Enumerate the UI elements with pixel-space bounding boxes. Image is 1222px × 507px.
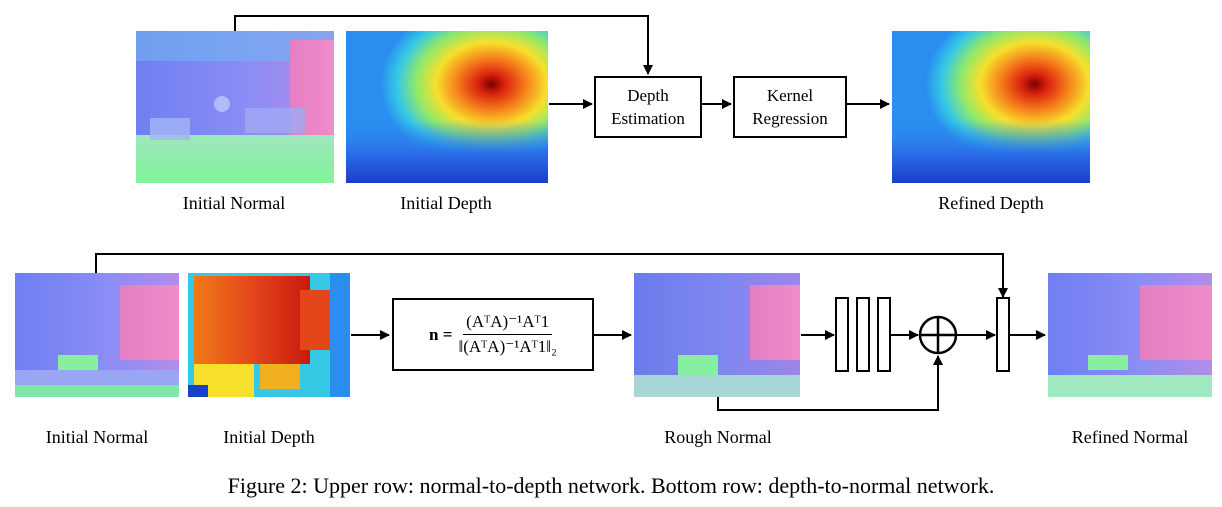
refined-depth-image [892,31,1090,183]
network-layer-1 [835,297,849,372]
residual-connection-arrow [717,355,943,411]
formula-lhs: n = [429,324,453,344]
network-layer-2 [856,297,870,372]
kernel-regression-line1: Kernel [766,86,814,105]
top-skip-connection-arrow [234,15,653,75]
label-refined-normal: Refined Normal [1071,427,1189,447]
sum-node-icon [918,315,958,355]
label-bottom-initial-depth: Initial Depth [223,427,315,447]
formula-fraction: (AᵀA)⁻¹Aᵀ1 ‖(AᵀA)⁻¹Aᵀ1‖₂ [458,312,557,357]
depth-estimation-box: Depth Estimation [594,76,702,138]
label-top-initial-normal: Initial Normal [182,193,286,213]
label-top-initial-depth: Initial Depth [400,193,492,213]
label-refined-depth: Refined Depth [938,193,1044,213]
label-bottom-initial-normal: Initial Normal [45,427,149,447]
label-rough-normal: Rough Normal [664,427,772,447]
formula-denominator: ‖(AᵀA)⁻¹Aᵀ1‖₂ [458,337,557,356]
kernel-regression-line2: Regression [752,109,828,128]
bottom-initial-normal-image [15,273,179,397]
depth-estimation-line1: Depth [627,86,669,105]
figure-caption: Figure 2: Upper row: normal-to-depth net… [227,473,995,498]
depth-estimation-line2: Estimation [611,109,685,128]
formula-numerator: (AᵀA)⁻¹Aᵀ1 [463,312,553,335]
bottom-initial-depth-image [188,273,350,397]
rough-normal-image [634,273,800,397]
refined-normal-image [1048,273,1212,397]
top-initial-normal-image [136,31,334,183]
normal-formula-box: n = (AᵀA)⁻¹Aᵀ1 ‖(AᵀA)⁻¹Aᵀ1‖₂ [392,298,594,371]
final-layer [996,297,1010,372]
bottom-skip-connection-arrow [95,253,1008,298]
top-initial-depth-image [346,31,548,183]
kernel-regression-box: Kernel Regression [733,76,847,138]
network-layer-3 [877,297,891,372]
